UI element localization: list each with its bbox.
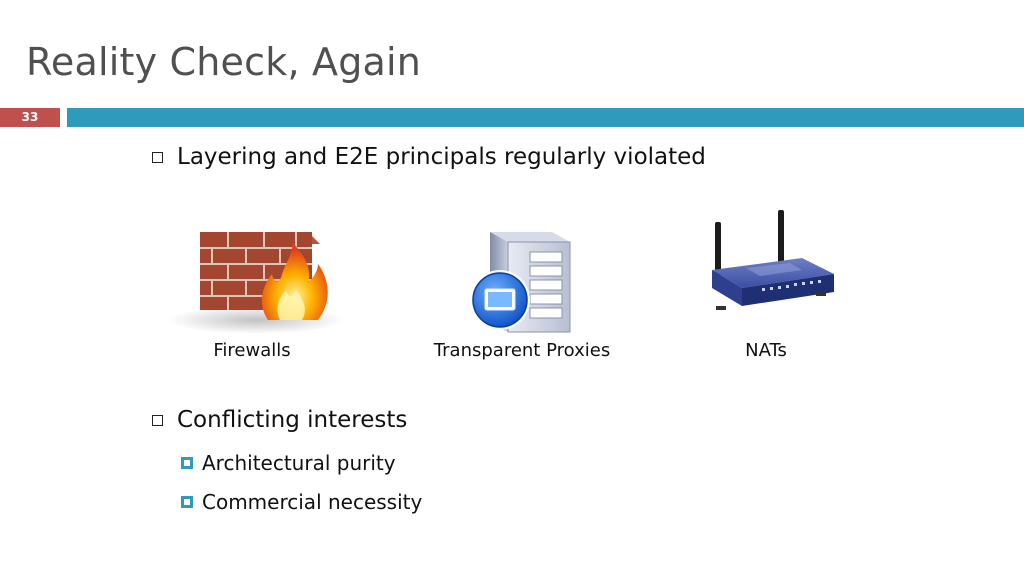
sub-bullet-necessity: Commercial necessity xyxy=(181,490,422,514)
hollow-bullet-icon xyxy=(152,151,163,163)
title-rule xyxy=(67,108,1024,127)
firewall-icon xyxy=(168,222,344,334)
router-icon xyxy=(706,208,838,320)
caption-nats: NATs xyxy=(745,340,787,361)
caption-firewalls: Firewalls xyxy=(213,340,291,361)
filled-bullet-icon xyxy=(181,457,193,469)
filled-bullet-icon xyxy=(181,496,193,508)
caption-transparent-proxies: Transparent Proxies xyxy=(433,340,611,361)
bullet-text: Conflicting interests xyxy=(177,407,408,433)
slide-title: Reality Check, Again xyxy=(26,40,422,84)
bullet-text: Layering and E2E principals regularly vi… xyxy=(177,144,706,170)
bullet-layering: Layering and E2E principals regularly vi… xyxy=(152,144,706,170)
sub-bullet-purity: Architectural purity xyxy=(181,451,396,475)
sub-bullet-text: Commercial necessity xyxy=(202,490,423,514)
slide-number: 33 xyxy=(0,108,60,127)
sub-bullet-text: Architectural purity xyxy=(202,451,396,475)
bullet-conflicting: Conflicting interests xyxy=(152,407,407,433)
proxy-server-icon xyxy=(468,228,580,338)
hollow-bullet-icon xyxy=(152,414,163,426)
